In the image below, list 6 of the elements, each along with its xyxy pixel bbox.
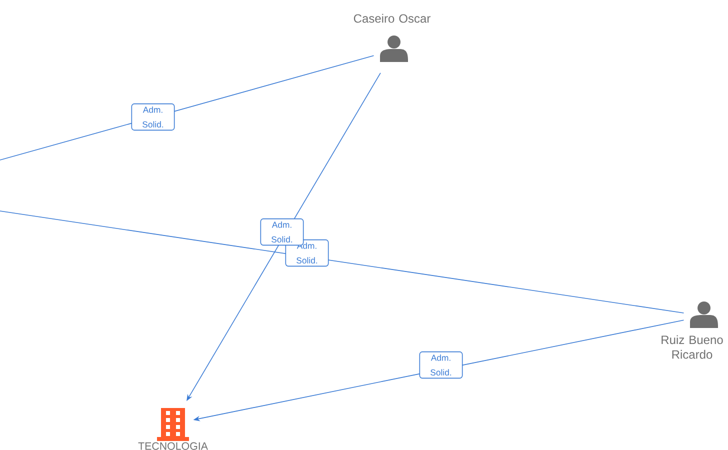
- edge-label: Adm. Solid.: [131, 103, 175, 131]
- node-label: Ruiz Bueno Ricardo: [662, 335, 723, 359]
- connector: [0, 210, 684, 314]
- node-label: Caseiro Oscar: [354, 14, 430, 23]
- node-label: TECNOLOGIA: [138, 442, 208, 450]
- edge-label: Adm. Solid.: [419, 351, 463, 379]
